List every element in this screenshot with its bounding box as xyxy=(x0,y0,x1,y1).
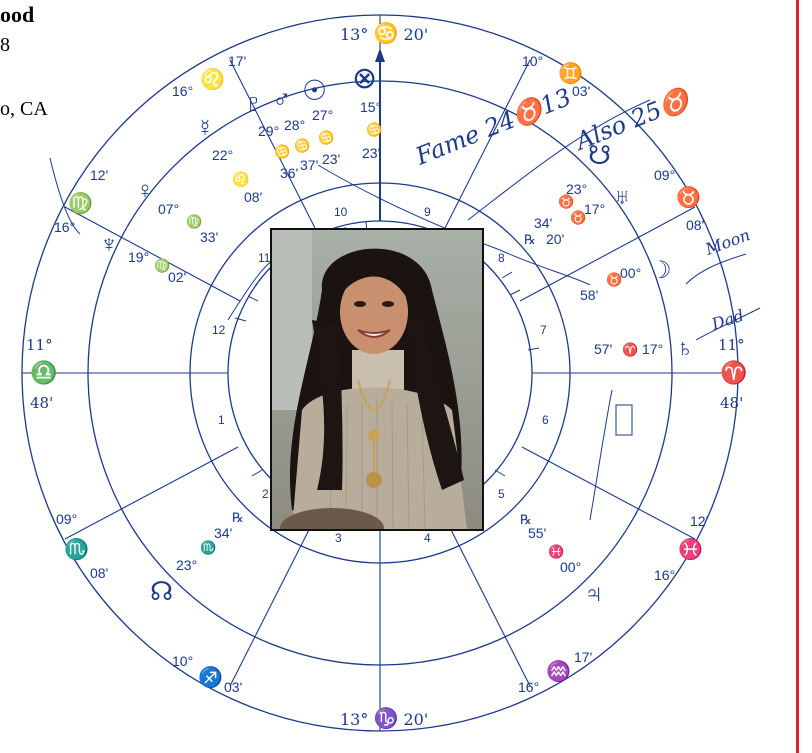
south-node-sign-glyph: ♉ xyxy=(558,194,574,209)
cusp-2-sign-glyph: ♏ xyxy=(64,537,89,561)
cusp-12-sign-glyph: ♉ xyxy=(676,185,701,209)
uranus-minutes: 20' xyxy=(546,231,564,247)
house-number-6: 6 xyxy=(542,413,549,427)
dsc-degree: 11° xyxy=(718,336,745,354)
cusp-11-sign-glyph: ♊ xyxy=(558,61,583,85)
mercury-degree: 22° xyxy=(212,147,233,163)
house-number-12: 12 xyxy=(212,323,226,337)
cusp-12-minutes: 08' xyxy=(686,217,704,233)
cusp-12-degree: 09° xyxy=(654,167,675,183)
sun-minutes: 23' xyxy=(322,151,340,167)
jupiter-sign-glyph: ♓ xyxy=(548,544,564,559)
house-number-10: 10 xyxy=(334,205,348,219)
cusp-10-sign-glyph: ♌ xyxy=(200,67,225,91)
pluto-degree: 29° xyxy=(258,123,279,139)
sun-sign-glyph: ♋ xyxy=(318,130,334,145)
jupiter-icon: ♃ xyxy=(584,578,604,608)
cusp-10-minutes: 17' xyxy=(228,53,246,69)
dsc-sign-glyph: ♈ xyxy=(720,360,747,386)
north-node-degree: 23° xyxy=(176,557,197,573)
sun-degree: 27° xyxy=(312,107,333,123)
part-of-fortune-minutes: 23' xyxy=(362,145,380,161)
north-node-icon: ☊ xyxy=(150,576,173,606)
part-of-fortune-sign-glyph: ♋ xyxy=(366,122,382,137)
neptune-icon: ♆ xyxy=(100,231,118,258)
cusp-5-minutes: 17' xyxy=(574,649,592,665)
pluto-minutes: 36' xyxy=(280,165,298,181)
cusp-3-degree: 10° xyxy=(172,653,193,669)
north-node-retrograde-icon: ℞ xyxy=(232,510,244,525)
venus-degree: 07° xyxy=(158,201,179,217)
mars-minutes: 37' xyxy=(300,157,318,173)
neptune-degree: 19° xyxy=(128,249,149,265)
house-number-1: 1 xyxy=(218,413,225,427)
mercury-minutes: 08' xyxy=(244,189,262,205)
mars-degree: 28° xyxy=(284,117,305,133)
sun-icon: ☉ xyxy=(302,75,327,106)
handwritten-note-dad: Dad xyxy=(708,306,746,334)
house-number-8: 8 xyxy=(498,251,505,265)
part-of-fortune-degree: 15° xyxy=(360,99,381,115)
jupiter-minutes: 55' xyxy=(528,525,546,541)
dsc-minutes: 48' xyxy=(720,394,743,412)
venus-sign-glyph: ♍ xyxy=(186,214,202,229)
venus-minutes: 33' xyxy=(200,229,218,245)
cusp-3-minutes: 03' xyxy=(224,679,242,695)
jupiter-degree: 00° xyxy=(560,559,581,575)
cusp-9-sign-glyph: ♍ xyxy=(68,191,93,215)
asc-minutes: 48' xyxy=(30,394,53,412)
mercury-icon: ☿ xyxy=(196,115,214,142)
house-number-4: 4 xyxy=(424,531,431,545)
neptune-minutes: 02' xyxy=(168,269,186,285)
pluto-icon: ♇ xyxy=(244,88,264,118)
mc-label: 13° ♋ 20' xyxy=(340,21,428,45)
cusp-5-sign-glyph: ♒ xyxy=(546,659,571,683)
house-number-9: 9 xyxy=(424,205,431,219)
venus-icon: ♀ xyxy=(136,177,154,204)
cusp-6-sign-glyph: ♓ xyxy=(678,537,703,561)
asc-sign-glyph: ♎ xyxy=(30,360,57,386)
saturn-degree: 17° xyxy=(642,341,663,357)
moon-minutes: 58' xyxy=(580,287,598,303)
house-number-7: 7 xyxy=(540,323,547,337)
cusp-11-minutes: 03' xyxy=(572,83,590,99)
cusp-10-degree: 16° xyxy=(172,83,193,99)
cusp-2-minutes: 08' xyxy=(90,565,108,581)
cusp-9-minutes: 12' xyxy=(90,167,108,183)
ic-label: 13° ♑ 20' xyxy=(340,706,428,730)
mars-sign-glyph: ♋ xyxy=(294,138,310,153)
asc-degree: 11° xyxy=(26,336,53,354)
uranus-icon: ♅ xyxy=(614,184,631,209)
moon-icon: ☽ xyxy=(650,257,672,284)
moon-sign-glyph: ♉ xyxy=(606,272,622,287)
pluto-sign-glyph: ♋ xyxy=(274,144,290,159)
mercury-sign-glyph: ♌ xyxy=(232,171,249,188)
cusp-6-degree: 16° xyxy=(654,567,675,583)
cusp-5-degree: 16° xyxy=(518,679,539,695)
page-edge-frame xyxy=(796,0,812,753)
house-number-3: 3 xyxy=(335,531,342,545)
part-of-fortune-icon: ⊗ xyxy=(352,62,377,95)
cusp-9-degree: 16° xyxy=(54,219,75,235)
portrait-photo xyxy=(270,228,484,531)
house-number-2: 2 xyxy=(262,487,269,501)
uranus-sign-glyph: ♉ xyxy=(570,210,586,225)
uranus-retrograde-icon: ℞ xyxy=(524,232,536,247)
cusp-6-minutes: 12' xyxy=(690,513,708,529)
saturn-minutes: 57' xyxy=(594,341,612,357)
cusp-3-sign-glyph: ♐ xyxy=(198,665,223,689)
moon-degree: 00° xyxy=(620,265,641,281)
mars-icon: ♂ xyxy=(272,84,292,114)
saturn-icon: ♄ xyxy=(676,335,694,362)
node-arc-minutes: 34' xyxy=(534,215,552,231)
north-node-minutes: 34' xyxy=(214,525,232,541)
north-node-sign-glyph: ♏ xyxy=(200,540,216,555)
saturn-sign-glyph: ♈ xyxy=(622,342,638,357)
cusp-11-degree: 10° xyxy=(522,53,543,69)
uranus-degree: 17° xyxy=(584,201,605,217)
cusp-2-degree: 09° xyxy=(56,511,77,527)
house-number-5: 5 xyxy=(498,487,505,501)
